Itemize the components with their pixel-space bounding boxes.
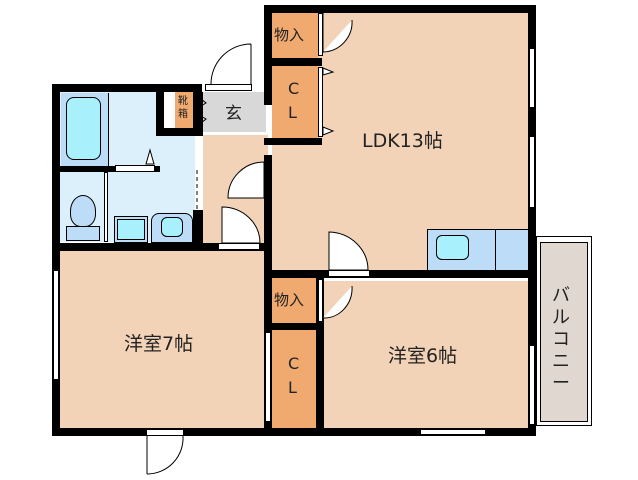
room7-door-icon: [221, 206, 261, 244]
wall: [60, 166, 160, 172]
wall: [264, 270, 536, 278]
wall: [52, 84, 60, 436]
balcony-area: [540, 242, 588, 422]
wall: [264, 5, 536, 13]
sink-basin: [161, 217, 183, 237]
storage-top-label: 物入: [274, 26, 305, 44]
entrance-area: [202, 92, 266, 132]
closet-top-label: CL: [288, 79, 300, 122]
closet-bottom: [272, 330, 318, 428]
entrance-label: 玄: [225, 104, 242, 124]
hall-door-icon: [227, 161, 265, 199]
wall: [316, 270, 324, 432]
kitchen-divider: [495, 229, 496, 271]
western-room-7-label: 洋室7帖: [124, 333, 194, 355]
wall: [193, 210, 203, 245]
wall: [163, 128, 203, 136]
room-door-frame[interactable]: [146, 429, 184, 436]
exterior-door-icon: [146, 435, 184, 475]
storage-mid-label: 物入: [274, 291, 305, 309]
kitchen-sink: [436, 235, 469, 260]
bath-door[interactable]: [115, 165, 155, 172]
wall: [528, 5, 536, 436]
toilet-tank: [66, 226, 100, 241]
entrance-door-icon: [210, 43, 252, 85]
ldk-door-icon: [328, 231, 369, 271]
wall: [264, 138, 322, 145]
western-room-7: [60, 251, 266, 429]
toilet-door[interactable]: [104, 172, 108, 242]
window[interactable]: [420, 429, 486, 435]
wall: [52, 84, 202, 92]
wall: [264, 58, 322, 66]
balcony-outline: [536, 236, 592, 426]
wall: [264, 5, 272, 105]
window[interactable]: [53, 270, 59, 380]
shoe-box-label: 靴箱: [178, 96, 188, 120]
wall: [52, 428, 536, 436]
wall: [264, 155, 272, 431]
storage-top: [272, 12, 318, 58]
storage-door-icon: [322, 13, 353, 53]
bathtub: [66, 97, 101, 160]
wall: [60, 170, 68, 245]
toilet-bowl: [70, 195, 96, 227]
bath-faucet-icon: [145, 148, 155, 165]
wall: [156, 92, 164, 136]
balcony-label: バルコニー: [552, 285, 570, 394]
window[interactable]: [265, 332, 271, 422]
window[interactable]: [529, 345, 535, 425]
entrance-door-frame[interactable]: [205, 84, 252, 91]
closet-top: [272, 66, 318, 138]
wall: [52, 243, 272, 251]
shoebox-door-icon: [195, 94, 207, 128]
washing-machine-inner: [117, 219, 145, 240]
sliding-door[interactable]: [318, 67, 323, 137]
closet-bottom-label: CL: [288, 354, 300, 397]
ldk-label: LDK13帖: [362, 130, 443, 152]
western-room-6: [324, 281, 528, 429]
window[interactable]: [529, 136, 535, 208]
shoe-box: [175, 92, 193, 129]
window[interactable]: [529, 48, 535, 108]
storage-mid-door-icon: [322, 281, 353, 319]
storage-mid: [272, 278, 318, 323]
western-room-6-label: 洋室6帖: [388, 345, 458, 367]
washroom-dashed-line: [196, 170, 198, 212]
closet-hinge-icon: [322, 67, 335, 136]
wall: [264, 323, 322, 330]
